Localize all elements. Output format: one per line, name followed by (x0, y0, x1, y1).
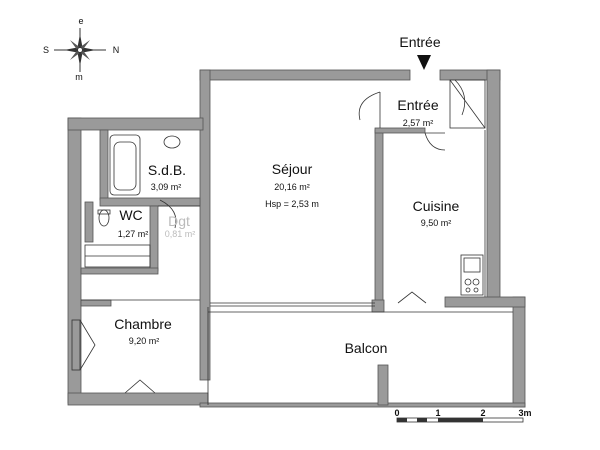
compass-west-label: m (75, 72, 83, 82)
entrance-arrow-icon (417, 55, 431, 70)
room-wc-name: WC (119, 207, 143, 223)
entrance-label: Entrée (399, 34, 441, 50)
room-chambre-area: 9,20 m² (128, 336, 160, 346)
room-sdb-area: 3,09 m² (150, 182, 182, 192)
room-balcon-name: Balcon (344, 340, 388, 356)
room-dgt-name: Dgt (168, 213, 190, 229)
room-wc-area: 1,27 m² (117, 229, 149, 239)
scale-tick-2: 2 (480, 408, 486, 418)
room-dgt-area: 0,81 m² (164, 229, 196, 239)
scale-tick-1: 1 (435, 408, 441, 418)
compass-south-label: S (42, 45, 50, 55)
compass-rose-icon (54, 28, 106, 72)
room-sejour-height: Hsp = 2,53 m (265, 199, 319, 209)
scale-bar (396, 417, 524, 423)
walls (67, 69, 526, 408)
room-entree-name: Entrée (397, 97, 439, 113)
room-cuisine-area: 9,50 m² (420, 218, 452, 228)
room-entree-area: 2,57 m² (402, 118, 434, 128)
compass-east-label: e (78, 16, 84, 26)
scale-tick-3: 3m (518, 408, 532, 418)
room-sejour-name: Séjour (271, 161, 313, 177)
interior-lines (71, 79, 513, 405)
room-chambre-name: Chambre (114, 316, 172, 332)
room-sejour-area: 20,16 m² (274, 182, 310, 192)
compass-north-label: N (112, 45, 120, 55)
scale-tick-0: 0 (394, 408, 400, 418)
room-sdb-name: S.d.B. (147, 162, 187, 178)
room-cuisine-name: Cuisine (412, 198, 460, 214)
